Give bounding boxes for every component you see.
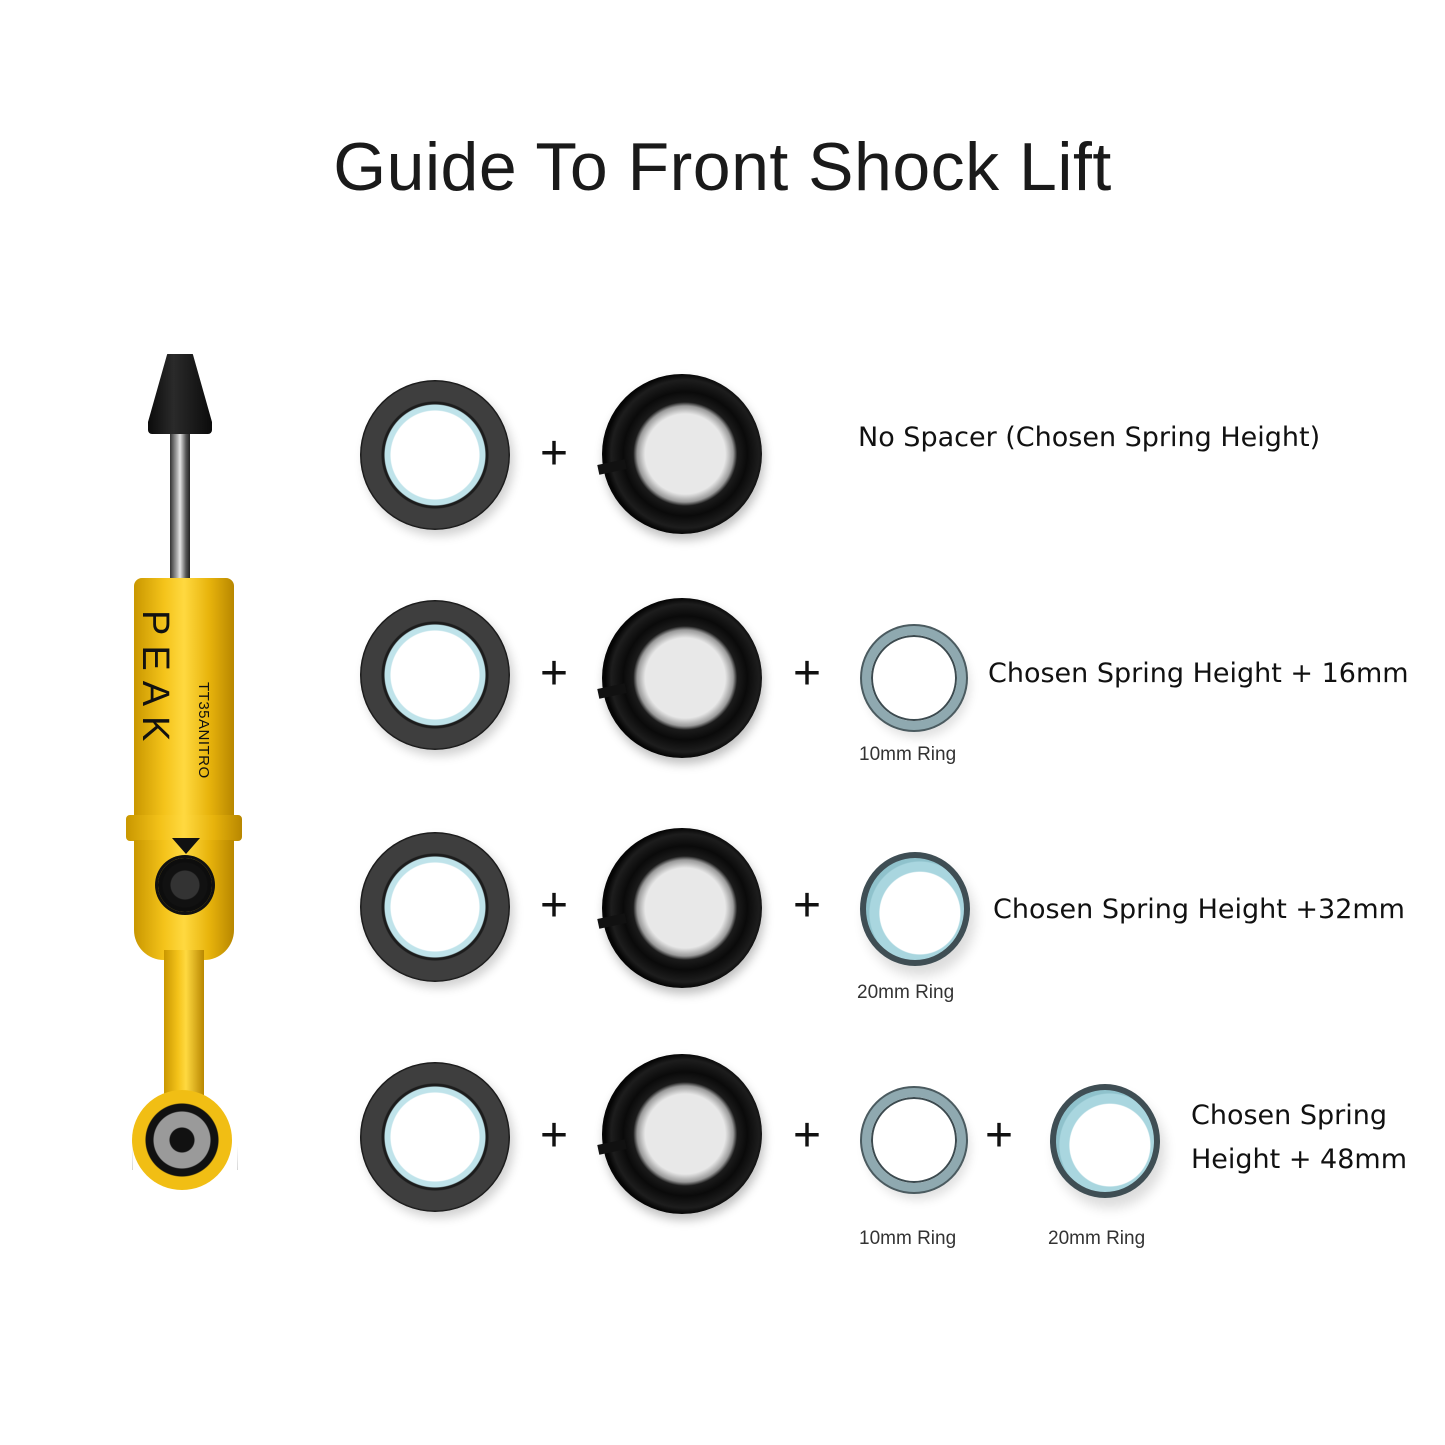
lift-label: Chosen Spring Height + 16mm — [988, 658, 1409, 689]
spring-isolator-icon — [602, 828, 762, 988]
adjuster-knob-icon — [158, 858, 212, 912]
spring-isolator-icon — [602, 374, 762, 534]
shock-stem — [164, 950, 204, 1110]
shock-rod — [170, 430, 190, 580]
spring-seat-washer-icon — [360, 832, 510, 982]
shock-mount-eye — [132, 1090, 232, 1190]
plus-sign: + — [540, 1109, 569, 1162]
lift-row-48mm: + + + Chosen Spring Height + 48mm 10mm R… — [0, 1054, 1445, 1249]
spring-seat-washer-icon — [360, 380, 510, 530]
10mm-ring-icon — [862, 626, 966, 730]
shock-collar — [126, 815, 242, 841]
ring-caption: 10mm Ring — [859, 744, 957, 765]
spring-isolator-icon — [602, 1054, 762, 1214]
ring-caption: 20mm Ring — [857, 982, 955, 1003]
shock-absorber-image: PEAK TT35ANITRO — [120, 350, 250, 1200]
plus-sign: + — [793, 647, 822, 700]
20mm-ring-icon — [860, 852, 970, 966]
lift-label: Chosen Spring Height +32mm — [993, 894, 1405, 925]
lift-row-16mm: + + Chosen Spring Height + 16mm 10mm Rin… — [0, 598, 1445, 768]
lift-row-32mm: + + Chosen Spring Height +32mm 20mm Ring — [0, 828, 1445, 1003]
ring-caption: 20mm Ring — [1048, 1228, 1146, 1249]
spring-seat-washer-icon — [360, 600, 510, 750]
lift-label-line-2: Height + 48mm — [1191, 1144, 1407, 1175]
lift-row-no-spacer: + No Spacer (Chosen Spring Height) — [0, 370, 1445, 540]
20mm-ring-icon — [1050, 1084, 1160, 1198]
spring-seat-washer-icon — [360, 1062, 510, 1212]
shock-body — [134, 578, 234, 818]
plus-sign: + — [540, 427, 569, 480]
lift-label: No Spacer (Chosen Spring Height) — [858, 422, 1321, 453]
spring-isolator-icon — [602, 598, 762, 758]
lift-label-line-1: Chosen Spring — [1191, 1100, 1387, 1131]
plus-sign: + — [540, 647, 569, 700]
plus-sign: + — [793, 1109, 822, 1162]
page-title: Guide To Front Shock Lift — [333, 129, 1112, 205]
10mm-ring-icon — [862, 1088, 966, 1192]
ring-caption: 10mm Ring — [859, 1228, 957, 1249]
plus-sign: + — [540, 879, 569, 932]
plus-sign: + — [985, 1109, 1014, 1162]
adjust-arrow-icon — [172, 838, 200, 854]
plus-sign: + — [793, 879, 822, 932]
